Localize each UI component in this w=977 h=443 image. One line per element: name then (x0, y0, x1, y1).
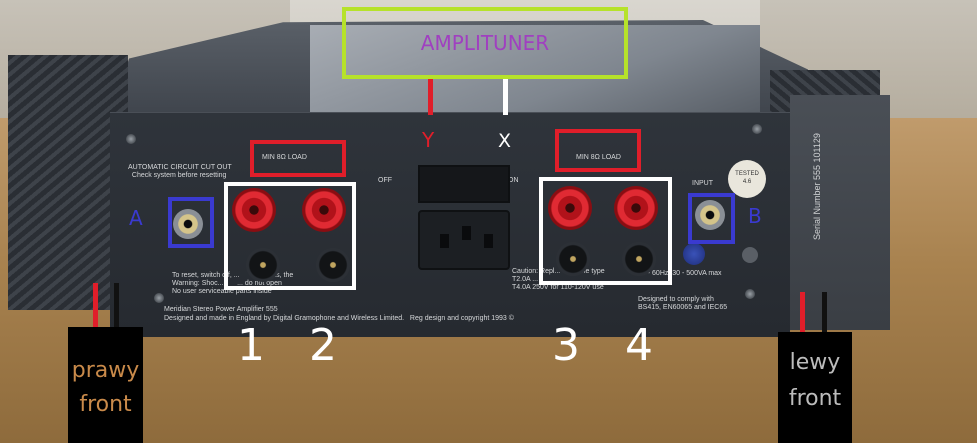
input-b-label: B (748, 204, 762, 228)
cable-red-wire (93, 283, 98, 327)
grey-knob (742, 247, 758, 263)
input-label: INPUT (692, 180, 713, 187)
input-a-frame (168, 197, 214, 248)
fuse-note-text: Caution: Repl... ne type T2.0A ... T4.0A… (512, 268, 605, 291)
rca-input-b[interactable] (695, 200, 725, 230)
screw-icon (154, 293, 164, 303)
terminal-number-3: 3 (552, 320, 580, 371)
terminal-2-red[interactable] (302, 188, 346, 232)
rca-input-a[interactable] (173, 209, 203, 239)
terminal-1-red[interactable] (232, 188, 276, 232)
channel-y-label: Y (422, 128, 435, 152)
min-load-right-box (555, 129, 641, 172)
power-socket (418, 210, 510, 270)
terminal-3-red[interactable] (548, 186, 592, 230)
terminals-3-4-frame (539, 177, 672, 285)
amplituner-label: AMPLITUNER (420, 31, 550, 55)
min-load-right-text: MIN 8Ω LOAD (576, 154, 621, 161)
left-cable-label-2: front (79, 392, 132, 417)
power-switch[interactable] (418, 165, 510, 203)
left-speaker-cable (68, 327, 143, 443)
serial-plate (790, 95, 890, 330)
tested-sticker: TESTED 4.6 (728, 160, 766, 198)
terminals-1-2-frame (224, 182, 356, 290)
auto-cutout-text: AUTOMATIC CIRCUIT CUT OUT Check system b… (128, 164, 232, 179)
right-cable-label-1: lewy (789, 350, 841, 375)
off-label: OFF (378, 177, 392, 184)
amplifier-glass-top (310, 25, 760, 123)
socket-pin (484, 234, 493, 248)
input-b-frame (688, 193, 735, 244)
blue-knob (683, 243, 705, 265)
input-a-label: A (129, 206, 143, 230)
screw-icon (126, 134, 136, 144)
terminal-2-black[interactable] (316, 248, 350, 282)
compliance-text: Designed to comply with BS415, EN60065 a… (638, 296, 728, 311)
terminal-4-red[interactable] (614, 186, 658, 230)
red-wire-marker (428, 79, 433, 115)
socket-pin (440, 234, 449, 248)
terminal-4-black[interactable] (622, 242, 656, 276)
screw-icon (752, 124, 762, 134)
min-load-left-text: MIN 8Ω LOAD (262, 154, 307, 161)
terminal-number-2: 2 (309, 320, 337, 371)
channel-x-label: X (498, 130, 512, 152)
amplituner-frame: AMPLITUNER (342, 7, 628, 79)
cable-red-wire (800, 292, 805, 334)
left-heatsink (8, 55, 128, 310)
white-wire-marker (503, 79, 508, 115)
serial-number: Serial Number 555 101129 (812, 133, 822, 240)
cable-black-wire (822, 292, 827, 334)
maker-line-2: Designed and made in England by Digital … (164, 315, 514, 322)
right-cable-label-2: front (788, 386, 842, 411)
right-speaker-cable (778, 332, 852, 443)
left-cable-label-1: prawy (71, 358, 140, 383)
maker-line-1: Meridian Stereo Power Amplifier 555 (164, 306, 278, 313)
terminal-number-1: 1 (237, 320, 265, 371)
socket-pin (462, 226, 471, 240)
on-label: ON (508, 177, 519, 184)
screw-icon (745, 289, 755, 299)
terminal-3-black[interactable] (556, 242, 590, 276)
min-load-left-box (250, 140, 346, 177)
cable-black-wire (114, 283, 119, 327)
terminal-number-4: 4 (625, 320, 653, 371)
terminal-1-black[interactable] (246, 248, 280, 282)
